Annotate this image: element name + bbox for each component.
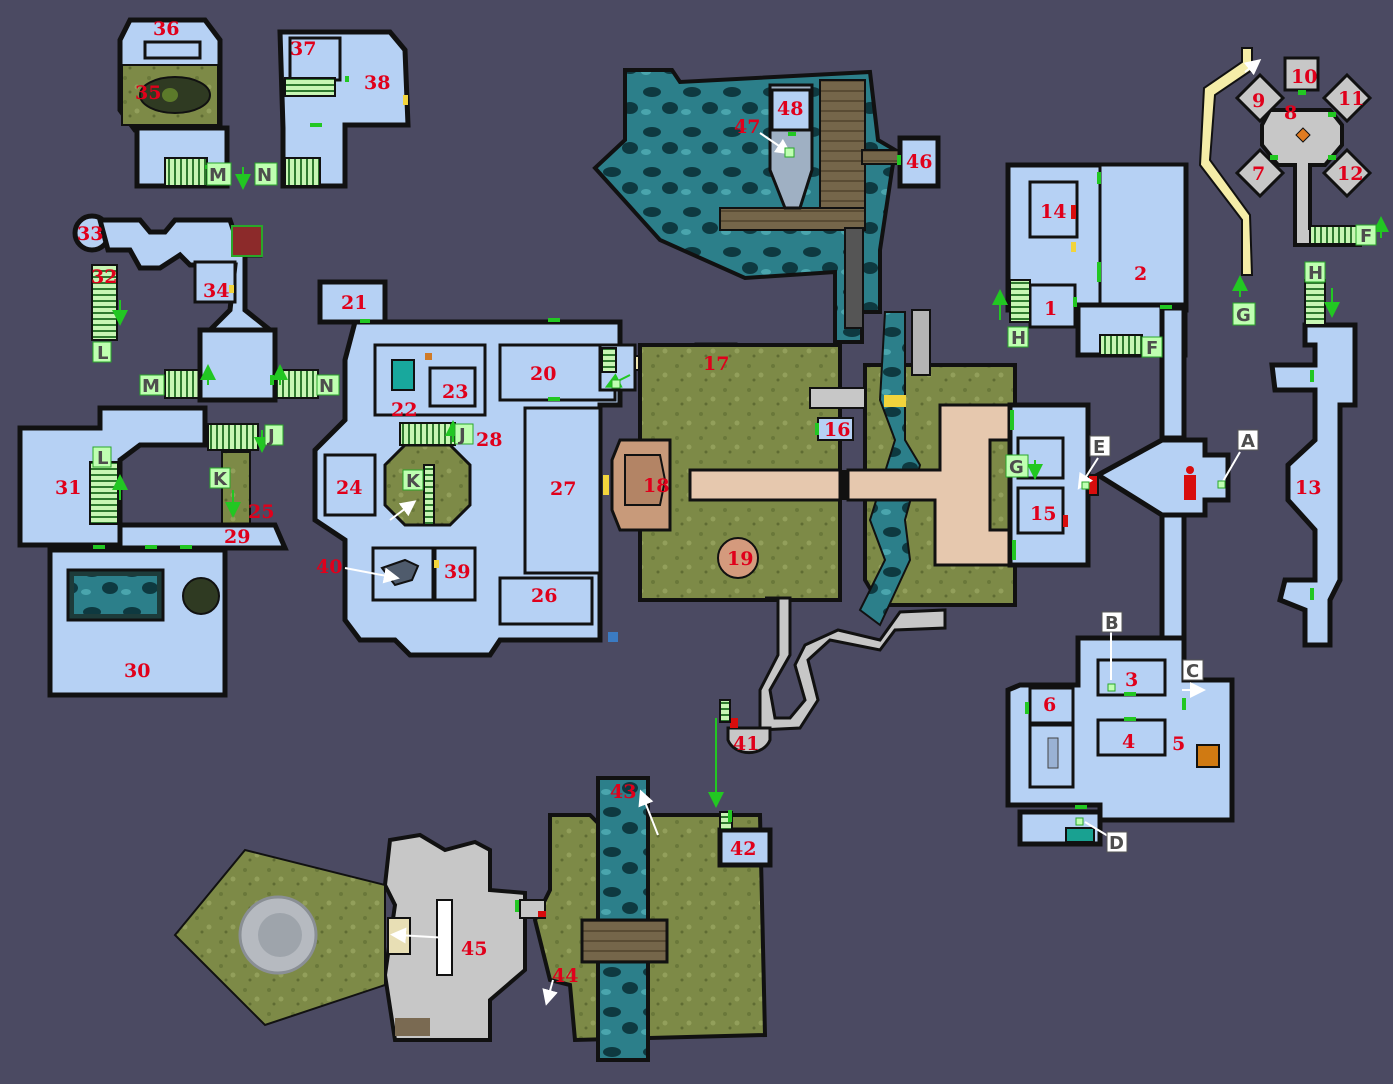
area-36-38 bbox=[117, 17, 411, 189]
room-label: 17 bbox=[703, 353, 729, 375]
marker-e: E bbox=[1093, 437, 1105, 458]
marker-k: K bbox=[406, 471, 421, 492]
marker-h: H bbox=[1308, 263, 1323, 284]
room-label: 37 bbox=[290, 38, 316, 60]
room-label: 14 bbox=[1040, 201, 1066, 223]
area-41 bbox=[719, 596, 947, 755]
room-label: 22 bbox=[391, 399, 417, 421]
marker-l: L bbox=[97, 448, 108, 469]
door-markers bbox=[93, 90, 1336, 912]
marker-h: H bbox=[1011, 328, 1026, 349]
room-label: 12 bbox=[1337, 163, 1363, 185]
room-label: 23 bbox=[442, 381, 468, 403]
room-label: 48 bbox=[777, 98, 803, 120]
area-16-19 bbox=[603, 309, 1091, 627]
room-label: 33 bbox=[77, 223, 103, 245]
room-label: 8 bbox=[1284, 102, 1297, 124]
room-label: 18 bbox=[643, 475, 669, 497]
room-label: 19 bbox=[727, 548, 753, 570]
marker-b: B bbox=[1105, 613, 1119, 634]
marker-d: D bbox=[1109, 833, 1124, 854]
room-label: 34 bbox=[203, 280, 229, 302]
room-label: 6 bbox=[1043, 694, 1056, 716]
room-label: 39 bbox=[444, 561, 470, 583]
stair-labels: A B C D E F F G G H H J J K K L L M bbox=[92, 162, 1377, 854]
arrows bbox=[112, 59, 1389, 1006]
marker-a: A bbox=[1241, 431, 1255, 452]
room-label: 20 bbox=[530, 363, 556, 385]
room-label: 44 bbox=[552, 965, 578, 987]
area-42-45 bbox=[173, 776, 773, 1062]
marker-j: J bbox=[266, 426, 275, 447]
room-label: 15 bbox=[1030, 503, 1056, 525]
marker-f: F bbox=[1360, 226, 1372, 247]
room-label: 30 bbox=[124, 660, 150, 682]
marker-m: M bbox=[209, 165, 227, 186]
room-label: 1 bbox=[1044, 298, 1057, 320]
room-label: 42 bbox=[730, 838, 756, 860]
marker-n: N bbox=[257, 165, 272, 186]
room-label: 31 bbox=[55, 477, 81, 499]
room-label: 40 bbox=[316, 556, 342, 578]
room-label: 13 bbox=[1295, 477, 1321, 499]
room-label: 7 bbox=[1252, 163, 1265, 185]
area-castle bbox=[312, 279, 623, 658]
room-label: 27 bbox=[550, 478, 576, 500]
room-label: 29 bbox=[224, 526, 250, 548]
room-label: 35 bbox=[135, 82, 161, 104]
area-46-48 bbox=[592, 68, 941, 344]
room-label: 25 bbox=[248, 501, 274, 523]
room-label: 11 bbox=[1338, 88, 1364, 110]
room-label: 45 bbox=[461, 938, 487, 960]
room-label: 4 bbox=[1122, 731, 1135, 753]
area-25-31 bbox=[17, 405, 289, 698]
marker-f: F bbox=[1146, 338, 1158, 359]
room-label: 2 bbox=[1134, 263, 1147, 285]
marker-j: J bbox=[457, 425, 466, 446]
marker-m: M bbox=[142, 376, 160, 397]
room-label: 24 bbox=[336, 477, 362, 499]
room-labels: 1 2 3 4 5 6 7 8 9 10 11 12 13 14 15 16 1… bbox=[55, 18, 1364, 987]
area-3-6 bbox=[1005, 305, 1235, 847]
room-label: 47 bbox=[734, 116, 760, 138]
marker-g: G bbox=[1009, 457, 1024, 478]
room-label: 5 bbox=[1172, 733, 1185, 755]
room-label: 26 bbox=[531, 585, 557, 607]
marker-k: K bbox=[213, 469, 228, 490]
room-label: 16 bbox=[824, 419, 850, 441]
room-label: 36 bbox=[153, 18, 179, 40]
marker-g: G bbox=[1236, 305, 1251, 326]
area-7-13 bbox=[1198, 47, 1373, 648]
room-label: 32 bbox=[91, 266, 117, 288]
player-icon bbox=[1186, 466, 1194, 498]
room-label: 46 bbox=[906, 151, 932, 173]
room-label: 21 bbox=[341, 292, 367, 314]
room-label: 28 bbox=[476, 429, 502, 451]
marker-n: N bbox=[319, 376, 334, 397]
room-label: 9 bbox=[1252, 90, 1265, 112]
room-label: 43 bbox=[610, 781, 636, 803]
room-label: 38 bbox=[364, 72, 390, 94]
marker-c: C bbox=[1186, 661, 1199, 682]
area-32-34 bbox=[72, 213, 319, 403]
marker-l: L bbox=[97, 343, 108, 364]
room-label: 3 bbox=[1125, 669, 1138, 691]
room-label: 41 bbox=[733, 733, 759, 755]
area-1-2-14-15 bbox=[1005, 162, 1189, 358]
room-label: 10 bbox=[1291, 66, 1317, 88]
